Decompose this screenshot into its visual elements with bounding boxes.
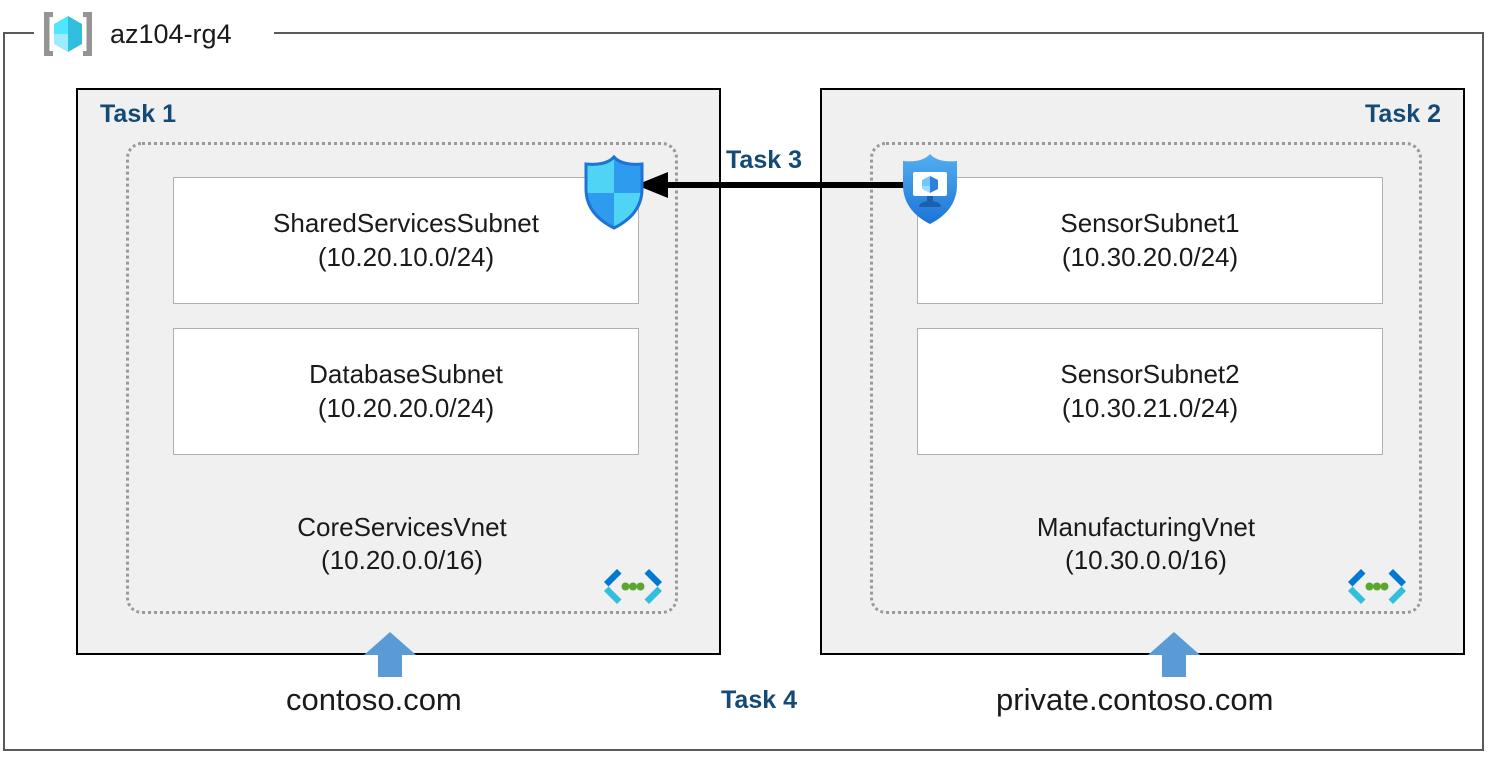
vnet-peering-arrow	[636, 170, 912, 200]
vnet-name: CoreServicesVnet	[297, 511, 507, 542]
task-2-label: Task 2	[1365, 100, 1441, 128]
subnet-cidr: (10.30.21.0/24)	[1061, 392, 1239, 423]
subnet-sharedservicessubnet[interactable]: SharedServicesSubnet (10.20.10.0/24)	[173, 177, 639, 304]
dns-zone-contoso-label: contoso.com	[286, 682, 462, 717]
resource-group-frame	[3, 32, 1484, 751]
dns-link-arrow-private-contoso	[1148, 632, 1200, 677]
subnet-databasesubnet[interactable]: DatabaseSubnet (10.20.20.0/24)	[173, 328, 639, 455]
resource-group-label-gap	[34, 22, 274, 44]
subnet-name: DatabaseSubnet	[309, 359, 503, 390]
subnet-name: SharedServicesSubnet	[273, 208, 539, 239]
vnet-cidr: (10.30.0.0/16)	[1065, 544, 1227, 575]
task-3-label: Task 3	[722, 146, 806, 175]
subnet-name: SensorSubnet1	[1060, 208, 1240, 239]
subnet-cidr: (10.20.10.0/24)	[317, 241, 495, 272]
vnet-manufacturingvnet[interactable]: SensorSubnet1 (10.30.20.0/24) SensorSubn…	[870, 142, 1422, 614]
dns-zone-private-contoso-label: private.contoso.com	[996, 682, 1274, 717]
task-1-label: Task 1	[100, 100, 176, 128]
subnet-cidr: (10.30.20.0/24)	[1061, 241, 1239, 272]
subnet-sensorsubnet1[interactable]: SensorSubnet1 (10.30.20.0/24)	[917, 177, 1383, 304]
vnet-coreservicesvnet[interactable]: SharedServicesSubnet (10.20.10.0/24) Dat…	[126, 142, 678, 614]
task-4-label: Task 4	[721, 686, 797, 714]
dns-link-arrow-contoso	[364, 632, 416, 677]
vnet-caption: CoreServicesVnet (10.20.0.0/16)	[129, 511, 675, 577]
vnet-cidr: (10.20.0.0/16)	[321, 544, 483, 575]
virtual-network-icon	[599, 565, 667, 609]
resource-group-name: az104-rg4	[110, 18, 232, 49]
firewall-shield-icon	[580, 154, 648, 231]
subnet-sensorsubnet2[interactable]: SensorSubnet2 (10.30.21.0/24)	[917, 328, 1383, 455]
vnet-caption: ManufacturingVnet (10.30.0.0/16)	[873, 511, 1419, 577]
resource-group-label: az104-rg4	[40, 8, 232, 60]
subnet-cidr: (10.20.20.0/24)	[317, 392, 495, 423]
subnet-name: SensorSubnet2	[1060, 359, 1240, 390]
virtual-network-icon	[1343, 565, 1411, 609]
azure-resource-group-icon	[40, 9, 96, 59]
bastion-shield-icon	[898, 152, 962, 228]
vnet-name: ManufacturingVnet	[1036, 511, 1256, 542]
